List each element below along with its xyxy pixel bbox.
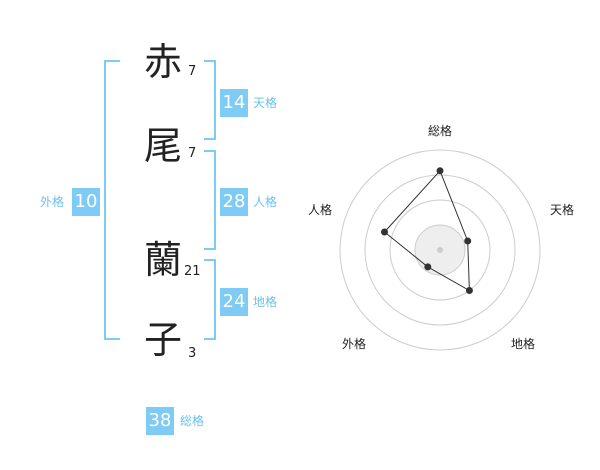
radar-point-0 [436, 167, 444, 175]
stroke-count-3: 21 [184, 264, 201, 279]
radar-center-dot [437, 247, 443, 253]
radar-axis-label-2: 地格 [511, 337, 536, 351]
radar-ring-4 [339, 149, 541, 351]
jinkaku-bracket [204, 150, 216, 250]
radar-point-3 [424, 263, 432, 271]
gaikaku-bracket [104, 60, 120, 340]
radar-chart [339, 149, 541, 351]
name-char-2: 尾 [144, 124, 183, 168]
tenkaku-bracket [204, 60, 216, 140]
soukaku-label: 総格 [180, 414, 205, 428]
jinkaku-value-badge: 28 [220, 188, 248, 216]
stroke-count-4: 3 [188, 346, 197, 361]
radar-axis-label-1: 天格 [550, 203, 575, 217]
name-char-4: 子 [144, 318, 183, 362]
stroke-count-2: 7 [188, 146, 197, 161]
stroke-count-1: 7 [188, 64, 197, 79]
name-char-3: 蘭 [144, 238, 183, 282]
soukaku-value-badge: 38 [146, 407, 174, 435]
tenkaku-label: 天格 [253, 96, 278, 110]
name-char-1: 赤 [144, 40, 183, 84]
radar-points [381, 167, 473, 294]
chikaku-bracket [204, 259, 216, 340]
radar-axis-label-3: 外格 [342, 337, 367, 351]
radar-ring-2 [389, 199, 491, 301]
tenkaku-value-badge: 14 [220, 89, 248, 117]
gaikaku-value-badge: 10 [72, 188, 100, 216]
radar-axis-label-4: 人格 [308, 203, 333, 217]
radar-point-2 [465, 287, 473, 294]
jinkaku-label: 人格 [253, 195, 278, 209]
radar-axis-label-0: 総格 [428, 124, 453, 138]
radar-series-polygon [383, 169, 470, 292]
chikaku-label: 地格 [253, 295, 278, 309]
chikaku-value-badge: 24 [220, 288, 248, 316]
radar-point-4 [381, 228, 388, 236]
gaikaku-label: 外格 [40, 195, 65, 209]
radar-point-1 [464, 237, 472, 245]
radar-ring-3 [364, 174, 516, 326]
